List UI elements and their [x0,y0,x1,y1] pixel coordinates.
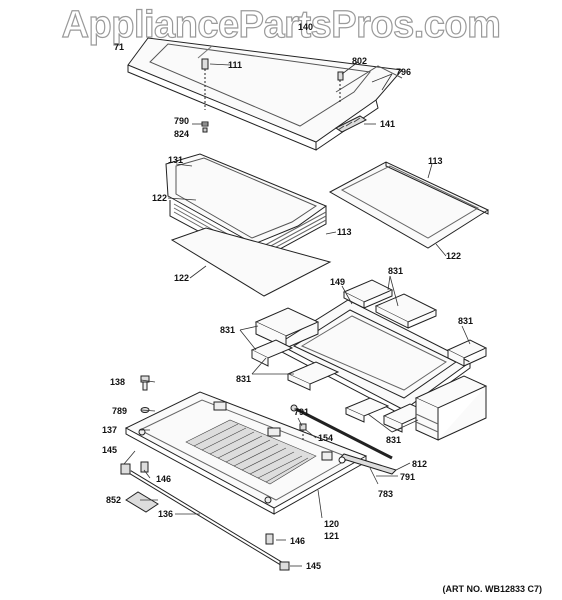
label-831-lower-left: 831 [236,374,251,384]
small-clip-791 [299,423,307,440]
leader-lines [123,61,471,567]
label-121: 121 [324,531,339,541]
perforated-window-area [185,419,317,485]
screw-802 [337,71,344,102]
label-824: 824 [174,129,189,139]
label-790: 790 [174,116,189,126]
label-136: 136 [158,509,173,519]
screw-138 [140,375,150,391]
label-145-lower: 145 [306,561,321,571]
insulation-blanket-right [328,161,490,249]
label-154: 154 [318,433,333,443]
label-791-upper: 791 [294,407,309,417]
label-831-bottom: 831 [386,435,401,445]
label-122-bottom: 122 [174,273,189,283]
label-138: 138 [110,377,125,387]
label-113-left: 113 [337,227,352,237]
art-number: (ART NO. WB12833 C7) [442,584,542,594]
label-789: 789 [112,406,127,416]
label-146-lower: 146 [290,536,305,546]
label-141: 141 [380,119,395,129]
rod-154 [290,404,393,460]
label-145-upper: 145 [102,445,117,455]
clip-790-824 [201,121,209,133]
label-113-right: 113 [428,156,443,166]
end-caps [120,461,290,571]
label-791-lower: 791 [400,472,415,482]
label-137: 137 [102,425,117,435]
label-796: 796 [396,67,411,77]
label-111: 111 [228,60,242,70]
label-812: 812 [412,459,427,469]
label-149: 149 [330,277,345,287]
outer-door-panel [127,37,403,151]
label-783: 783 [378,489,393,499]
label-831-left: 831 [220,325,235,335]
label-831-right: 831 [458,316,473,326]
label-802: 802 [352,56,367,66]
label-122-top: 122 [152,193,167,203]
hinge-tabs [138,401,333,504]
rod-136 [128,470,284,566]
label-71: 71 [114,42,124,52]
label-140: 140 [298,22,313,32]
insulation-stack-left [165,153,332,297]
label-852: 852 [106,495,121,505]
label-831-top: 831 [388,266,403,276]
label-120: 120 [324,519,339,529]
label-131: 131 [168,155,183,165]
label-146-upper: 146 [156,474,171,484]
screw-111 [201,58,209,110]
insulation-blocks [250,279,488,441]
bracket-141 [335,115,367,133]
pad-852 [125,491,159,513]
label-122-right: 122 [446,251,461,261]
